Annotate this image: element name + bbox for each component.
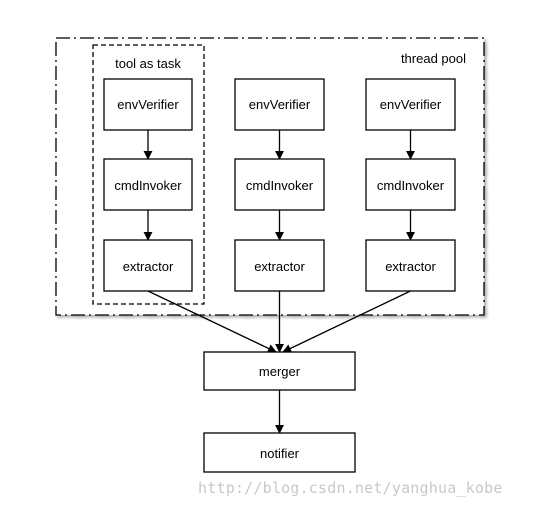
- cmd-invoker-label: cmdInvoker: [246, 178, 314, 193]
- cmd-invoker-label: cmdInvoker: [114, 178, 182, 193]
- watermark-text: http://blog.csdn.net/yanghua_kobe: [198, 479, 503, 497]
- extractor-label: extractor: [385, 259, 436, 274]
- env-verifier-label: envVerifier: [117, 97, 179, 112]
- extractor-box: [365, 239, 456, 292]
- extractor-1-to-merger-arrow: [147, 290, 277, 353]
- env-verifier-box: [103, 78, 193, 131]
- notifier-box: [203, 432, 356, 473]
- env-verifier-box: [365, 78, 456, 131]
- extractor-label: extractor: [254, 259, 305, 274]
- worker-column-1: envVerifier cmdInvoker extractor: [103, 78, 193, 292]
- extractor-3-to-merger-arrow: [282, 290, 411, 353]
- extractor-box: [103, 239, 193, 292]
- extractor-label: extractor: [123, 259, 174, 274]
- env-verifier-box: [234, 78, 325, 131]
- notifier-label: notifier: [260, 446, 300, 461]
- merger-label: merger: [259, 364, 301, 379]
- env-verifier-label: envVerifier: [249, 97, 311, 112]
- env-verifier-label: envVerifier: [380, 97, 442, 112]
- task-group-container: [92, 44, 205, 305]
- thread-pool-label: thread pool: [401, 51, 466, 66]
- cmd-invoker-box: [365, 158, 456, 211]
- worker-column-2: envVerifier cmdInvoker extractor: [234, 78, 325, 292]
- worker-column-3: envVerifier cmdInvoker extractor: [365, 78, 456, 292]
- merger-box: [203, 351, 356, 391]
- cmd-invoker-label: cmdInvoker: [377, 178, 445, 193]
- extractor-box: [234, 239, 325, 292]
- task-group-label: tool as task: [115, 56, 181, 71]
